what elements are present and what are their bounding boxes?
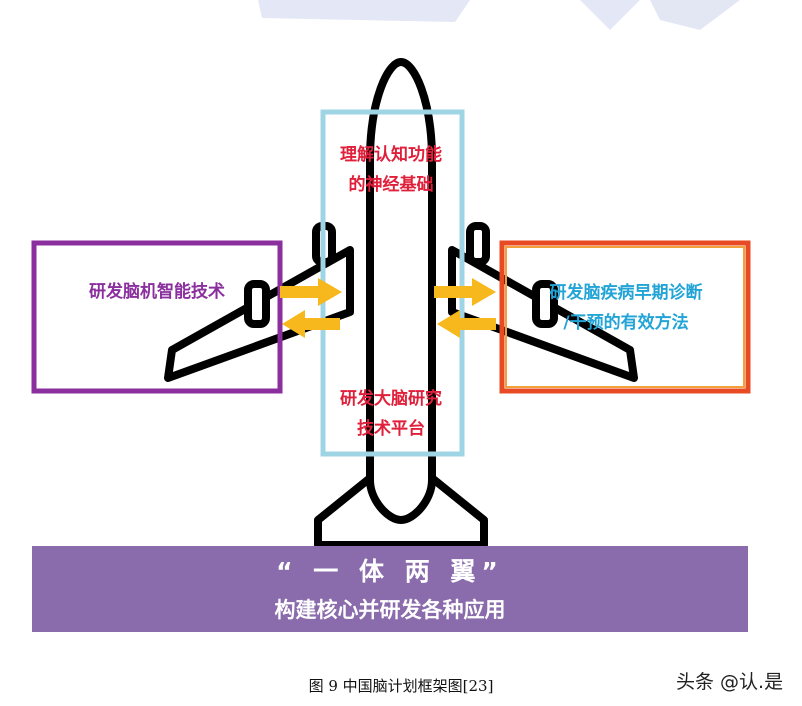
center-bottom-label: 研发大脑研究 技术平台 (330, 384, 452, 444)
background-watermark (258, 0, 740, 30)
right-box (499, 240, 751, 394)
banner-subtitle: 构建核心并研发各种应用 (274, 598, 506, 622)
left-wing-label: 研发脑机智能技术 (89, 282, 225, 302)
arrow-right-to-center (437, 310, 496, 338)
airplane-icon (164, 58, 638, 549)
watermark-text: 头条 @认.是 (676, 671, 784, 693)
bottom-banner (32, 546, 748, 632)
center-bottom-line-1: 研发大脑研究 (340, 389, 442, 409)
center-bottom-line-2: 技术平台 (357, 419, 425, 439)
banner-title: “ 一 体 两 翼” (276, 557, 504, 586)
right-wing-label: 研发脑疾病早期诊断 /干预的有效方法 (506, 278, 746, 338)
arrow-center-to-right (434, 278, 496, 306)
arrow-center-to-left (282, 310, 340, 338)
figure-caption: 图 9 中国脑计划框架图[23] (308, 677, 494, 695)
center-top-line-2: 的神经基础 (348, 175, 434, 195)
right-wing-line-1: 研发脑疾病早期诊断 (549, 283, 703, 303)
center-top-label: 理解认知功能 的神经基础 (330, 140, 452, 200)
right-box-inner-border (505, 246, 745, 388)
arrow-left-to-center (280, 278, 342, 306)
center-top-line-1: 理解认知功能 (340, 145, 442, 165)
right-wing-line-2: /干预的有效方法 (563, 313, 689, 333)
left-box (31, 240, 283, 394)
